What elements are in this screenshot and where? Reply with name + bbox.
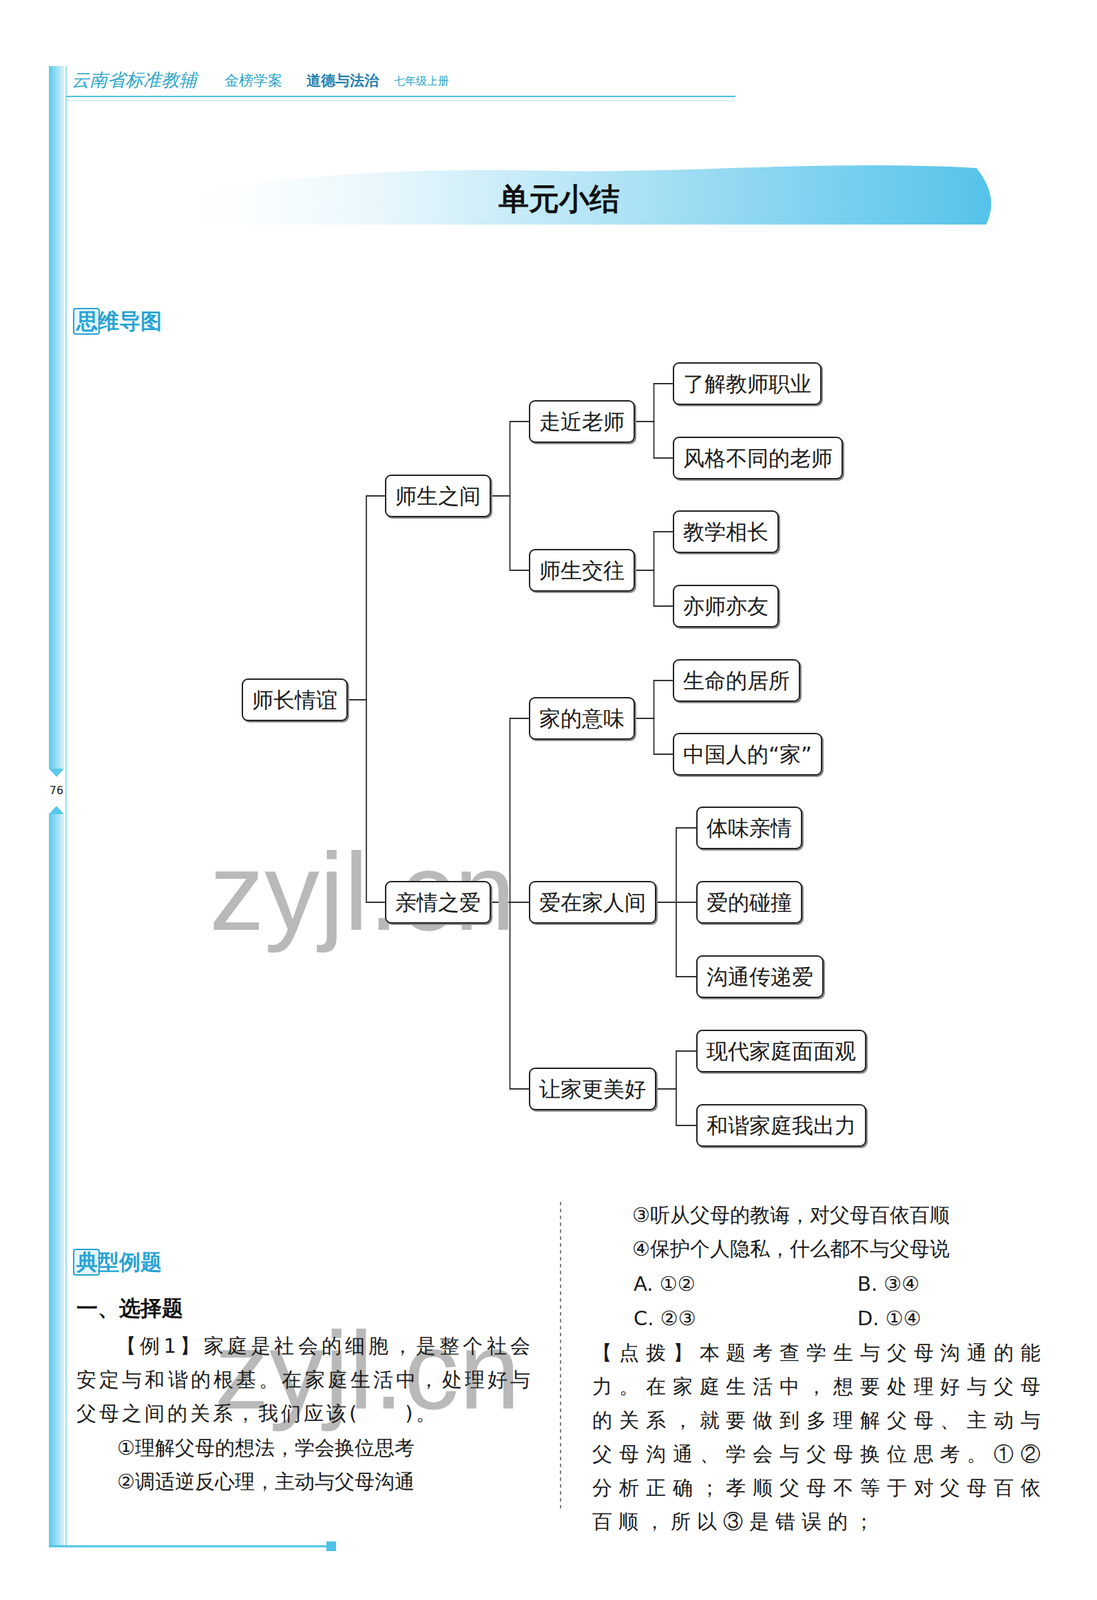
option-statement: ①理解父母的想法，学会换位思考 [117, 1430, 415, 1465]
connector [656, 1088, 697, 1126]
connector [490, 495, 529, 571]
header-subject: 道德与法治 [306, 71, 379, 90]
header-rule-thin [66, 100, 736, 102]
connector [347, 495, 385, 700]
connector [634, 680, 673, 719]
side-bar [48, 66, 65, 769]
mindmap-node: 体味亲情 [696, 806, 803, 850]
answer-choice: B. ③④ [857, 1267, 920, 1301]
option-statement: ③听从父母的教诲，对父母百依百顺 [632, 1198, 950, 1232]
node-label: 沟通传递爱 [706, 956, 814, 997]
mindmap-node: 爱在家人间 [528, 880, 657, 924]
connector [634, 383, 673, 422]
connector [634, 570, 673, 607]
header-series: 云南省标准教辅 [71, 68, 197, 92]
node-label: 师长情谊 [252, 679, 338, 720]
connector [656, 827, 697, 903]
page-number: 76 [48, 783, 65, 798]
connector [490, 421, 529, 496]
title-banner [163, 165, 991, 225]
node-label: 爱在家人间 [539, 882, 646, 923]
node-label: 让家更美好 [539, 1068, 646, 1109]
node-label: 师生交往 [539, 550, 625, 591]
answer-choice: C. ②③ [633, 1301, 697, 1336]
section-heading: 思维导图 [76, 309, 162, 334]
mindmap-node: 走近老师 [528, 400, 635, 443]
option-statement: ②调适逆反心理，主动与父母沟通 [117, 1464, 415, 1499]
answer-choice: A. ①② [633, 1267, 696, 1301]
node-label: 和谐家庭我出力 [706, 1105, 856, 1146]
mindmap-node: 家的意味 [528, 696, 635, 740]
side-bar [48, 813, 65, 1546]
node-label: 走近老师 [539, 401, 625, 442]
connector [656, 1050, 697, 1089]
connector [634, 421, 673, 458]
node-label: 了解教师职业 [683, 363, 812, 404]
mindmap-node: 风格不同的老师 [672, 436, 843, 480]
question-stem: 【例1】家庭是社会的细胞，是整个社会安定与和谐的根基。在家庭生活中，处理好与父母… [76, 1329, 534, 1431]
mindmap-node: 师生交往 [528, 548, 635, 592]
side-bar-notch [48, 805, 65, 814]
header-grade: 七年级上册 [393, 74, 449, 89]
bottom-rule [48, 1545, 327, 1548]
connector [634, 718, 673, 755]
node-label: 亲情之爱 [395, 882, 481, 923]
answer-choice: D. ①④ [857, 1301, 922, 1336]
explanation: 【点拨】本题考查学生与父母沟通的能力。在家庭生活中，想要处理好与父母的关系，就要… [592, 1335, 1047, 1539]
node-label: 生命的居所 [683, 660, 790, 701]
node-label: 现代家庭面面观 [706, 1030, 856, 1071]
mindmap-node: 爱的碰撞 [696, 880, 803, 924]
connector [634, 531, 673, 571]
node-label: 家的意味 [539, 698, 625, 739]
question-type: 一、选择题 [76, 1294, 184, 1322]
mindmap-node: 沟通传递爱 [696, 955, 824, 998]
node-label: 师生之间 [395, 475, 481, 516]
node-label: 体味亲情 [706, 807, 792, 848]
side-bar-notch [48, 768, 65, 777]
section-heading: 典型例题 [76, 1249, 162, 1274]
mindmap-node: 亲情之爱 [384, 880, 491, 924]
header-brand: 金榜学案 [224, 71, 283, 90]
connector [656, 902, 697, 977]
root-node: 师长情谊 [241, 678, 348, 722]
option-statement: ④保护个人隐私，什么都不与父母说 [632, 1231, 950, 1266]
bottom-square [326, 1541, 337, 1551]
mindmap-node: 中国人的“家” [672, 732, 823, 776]
node-label: 爱的碰撞 [706, 882, 792, 923]
node-label: 中国人的“家” [683, 734, 812, 775]
side-rule [65, 66, 67, 1546]
page-title: 单元小结 [387, 180, 732, 218]
mindmap-node: 亦师亦友 [672, 584, 779, 628]
node-label: 亦师亦友 [683, 586, 769, 626]
mindmap-node: 师生之间 [384, 474, 491, 518]
column-separator [559, 1201, 562, 1509]
node-label: 风格不同的老师 [683, 437, 833, 478]
header-rule [66, 95, 736, 98]
mindmap-node: 教学相长 [672, 510, 779, 553]
mindmap-node: 生命的居所 [672, 659, 801, 702]
mindmap-node: 让家更美好 [528, 1067, 657, 1111]
node-label: 教学相长 [683, 511, 769, 552]
mindmap-node: 现代家庭面面观 [696, 1029, 867, 1073]
mindmap-node: 了解教师职业 [672, 362, 822, 405]
mindmap-node: 和谐家庭我出力 [696, 1103, 867, 1147]
